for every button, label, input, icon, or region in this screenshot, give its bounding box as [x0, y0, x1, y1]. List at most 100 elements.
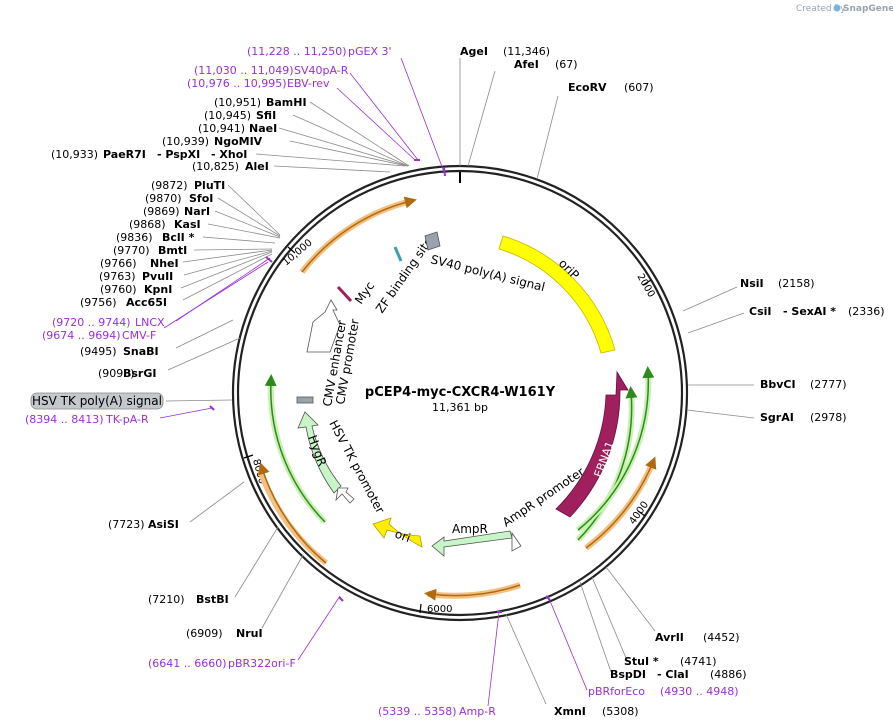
primer-sv40par-name[interactable]: SV40pA-R — [294, 64, 349, 77]
tick-6000 — [419, 603, 422, 614]
leader-lines — [159, 57, 755, 707]
site-bmti-pos: (9770) — [113, 244, 150, 257]
site-bsrgi-name[interactable]: BsrGI — [123, 367, 156, 380]
ampr-feature — [431, 530, 513, 557]
site-bbvci-pos: (2777) — [810, 378, 847, 391]
site-snabi-name[interactable]: SnaBI — [123, 345, 159, 358]
primer-lncx-name[interactable]: LNCX — [135, 316, 165, 329]
site-nrui-name[interactable]: NruI — [236, 627, 263, 640]
site-paer7i-name[interactable]: PaeR7I — [103, 148, 146, 161]
ori-feature — [372, 517, 423, 548]
backbone-inner — [236, 169, 684, 617]
feature-arc-left-green — [264, 374, 326, 523]
site-sgrai-pos: (2978) — [810, 411, 847, 424]
site-nari-pos: (9869) — [143, 205, 180, 218]
site-kpni-pos: (9760) — [100, 283, 137, 296]
site-kasi-name[interactable]: KasI — [174, 218, 201, 231]
site-nsii-name[interactable]: NsiI — [740, 277, 764, 290]
site-bspdi-name[interactable]: BspDI — [610, 668, 646, 681]
credit-brand: SnapGene — [843, 4, 893, 14]
ampr-label: AmpR — [452, 522, 488, 536]
snapgene-logo-icon — [833, 4, 841, 12]
site-bmti-name[interactable]: BmtI — [158, 244, 187, 257]
site-pluti-name[interactable]: PluTI — [194, 179, 225, 192]
site-bstbi-name[interactable]: BstBI — [196, 593, 229, 606]
primer-ebvrev-range: (10,976 .. 10,995) — [187, 77, 287, 90]
site-bspdi-pos: (4886) — [710, 668, 747, 681]
site-ngomiv-pos: (10,939) — [162, 135, 209, 148]
site-sexai-name[interactable]: - SexAI * — [783, 305, 836, 318]
site-bsrgi-pos: (9098) — [98, 367, 135, 380]
hsvtk-polya-pill[interactable] — [30, 392, 164, 410]
site-alei-name[interactable]: AleI — [245, 160, 269, 173]
site-csii-name[interactable]: CsiI — [749, 305, 771, 318]
primer-pbr322ori-range: (6641 .. 6660) — [148, 657, 227, 670]
site-alei-pos: (10,825) — [192, 160, 239, 173]
site-sgrai-name[interactable]: SgrAI — [760, 411, 794, 424]
site-agei-name[interactable]: AgeI — [460, 45, 488, 58]
site-xhoi-name[interactable]: - XhoI — [211, 148, 247, 161]
site-bcli-pos: (9836) — [116, 231, 153, 244]
primer-ebvrev-name[interactable]: EBV-rev — [287, 77, 330, 90]
primer-pbrforeco-name[interactable]: pBRforEco — [588, 685, 645, 698]
myc-feature — [336, 285, 353, 303]
feature-arc-right-orange — [585, 456, 657, 549]
primer-pgex3-name[interactable]: pGEX 3' — [348, 45, 392, 58]
site-sfii-name[interactable]: SfiI — [256, 109, 276, 122]
site-bcli-name[interactable]: BclI * — [162, 231, 195, 244]
feature-arc-left-orange — [258, 462, 327, 564]
site-bbvci-name[interactable]: BbvCI — [760, 378, 796, 391]
tick-10000 — [287, 246, 296, 254]
site-pspxi-name[interactable]: - PspXI — [157, 148, 200, 161]
site-clai-name[interactable]: - ClaI — [657, 668, 689, 681]
feature-arc-top-left-halo — [299, 198, 412, 274]
site-nhei-pos: (9766) — [100, 257, 137, 270]
site-pvuii-name[interactable]: PvuII — [142, 270, 173, 283]
hsvtk-promoter-feature — [335, 487, 355, 504]
site-asisi-name[interactable]: AsiSI — [148, 518, 179, 531]
site-sfoi-name[interactable]: SfoI — [189, 192, 213, 205]
primer-pbr322ori-name[interactable]: pBR322ori-F — [228, 657, 296, 670]
site-xmni-pos: (5308) — [602, 705, 639, 718]
site-sfii-pos: (10,945) — [204, 109, 251, 122]
site-csii-pos: (2336) — [848, 305, 885, 318]
orip-feature — [498, 235, 616, 354]
site-avrii-name[interactable]: AvrII — [655, 631, 684, 644]
site-agei-pos: (11,346) — [503, 45, 550, 58]
ampr-promoter-feature — [511, 531, 522, 552]
primer-cmvf-range: (9674 .. 9694) — [42, 329, 121, 342]
site-snabi-pos: (9495) — [80, 345, 117, 358]
site-asisi-pos: (7723) — [108, 518, 145, 531]
site-nari-name[interactable]: NarI — [184, 205, 210, 218]
ebna1-feature — [555, 370, 629, 518]
site-naei-name[interactable]: NaeI — [249, 122, 277, 135]
plasmid-name: pCEP4-myc-CXCR4-W161Y — [365, 385, 556, 400]
site-nhei-name[interactable]: NheI — [150, 257, 179, 270]
site-kpni-name[interactable]: KpnI — [144, 283, 172, 296]
plasmid-length: 11,361 bp — [432, 401, 488, 414]
site-nsii-pos: (2158) — [778, 277, 815, 290]
myc-label: Myc — [352, 279, 377, 307]
primer-pgex3-range: (11,228 .. 11,250) — [247, 45, 347, 58]
site-xmni-name[interactable]: XmnI — [554, 705, 586, 718]
site-ngomiv-name[interactable]: NgoMIV — [214, 135, 263, 148]
tick-4000 — [637, 510, 646, 517]
site-ecorv-name[interactable]: EcoRV — [568, 81, 607, 94]
site-stui-pos: (4741) — [680, 655, 717, 668]
primer-cmvf-name[interactable]: CMV-F — [122, 329, 156, 342]
site-acc65i-name[interactable]: Acc65I — [126, 296, 167, 309]
zf-binding-site-feature — [393, 246, 403, 262]
site-paer7i-pos: (10,933) — [51, 148, 98, 161]
feature-arc-right-green-inner — [577, 386, 638, 541]
site-bamhi-pos: (10,951) — [214, 96, 261, 109]
primer-pbrforeco-range: (4930 .. 4948) — [660, 685, 739, 698]
hsvtk-polya-label: HSV TK poly(A) signal — [32, 394, 162, 408]
site-bamhi-name[interactable]: BamHI — [266, 96, 307, 109]
primer-tkpar-name[interactable]: TK-pA-R — [105, 413, 149, 426]
feature-arc-bottom-orange — [424, 584, 521, 601]
primer-ampr-name[interactable]: Amp-R — [459, 705, 496, 718]
site-nrui-pos: (6909) — [186, 627, 223, 640]
site-stui-name[interactable]: StuI * — [624, 655, 659, 668]
site-afei-name[interactable]: AfeI — [514, 58, 539, 71]
